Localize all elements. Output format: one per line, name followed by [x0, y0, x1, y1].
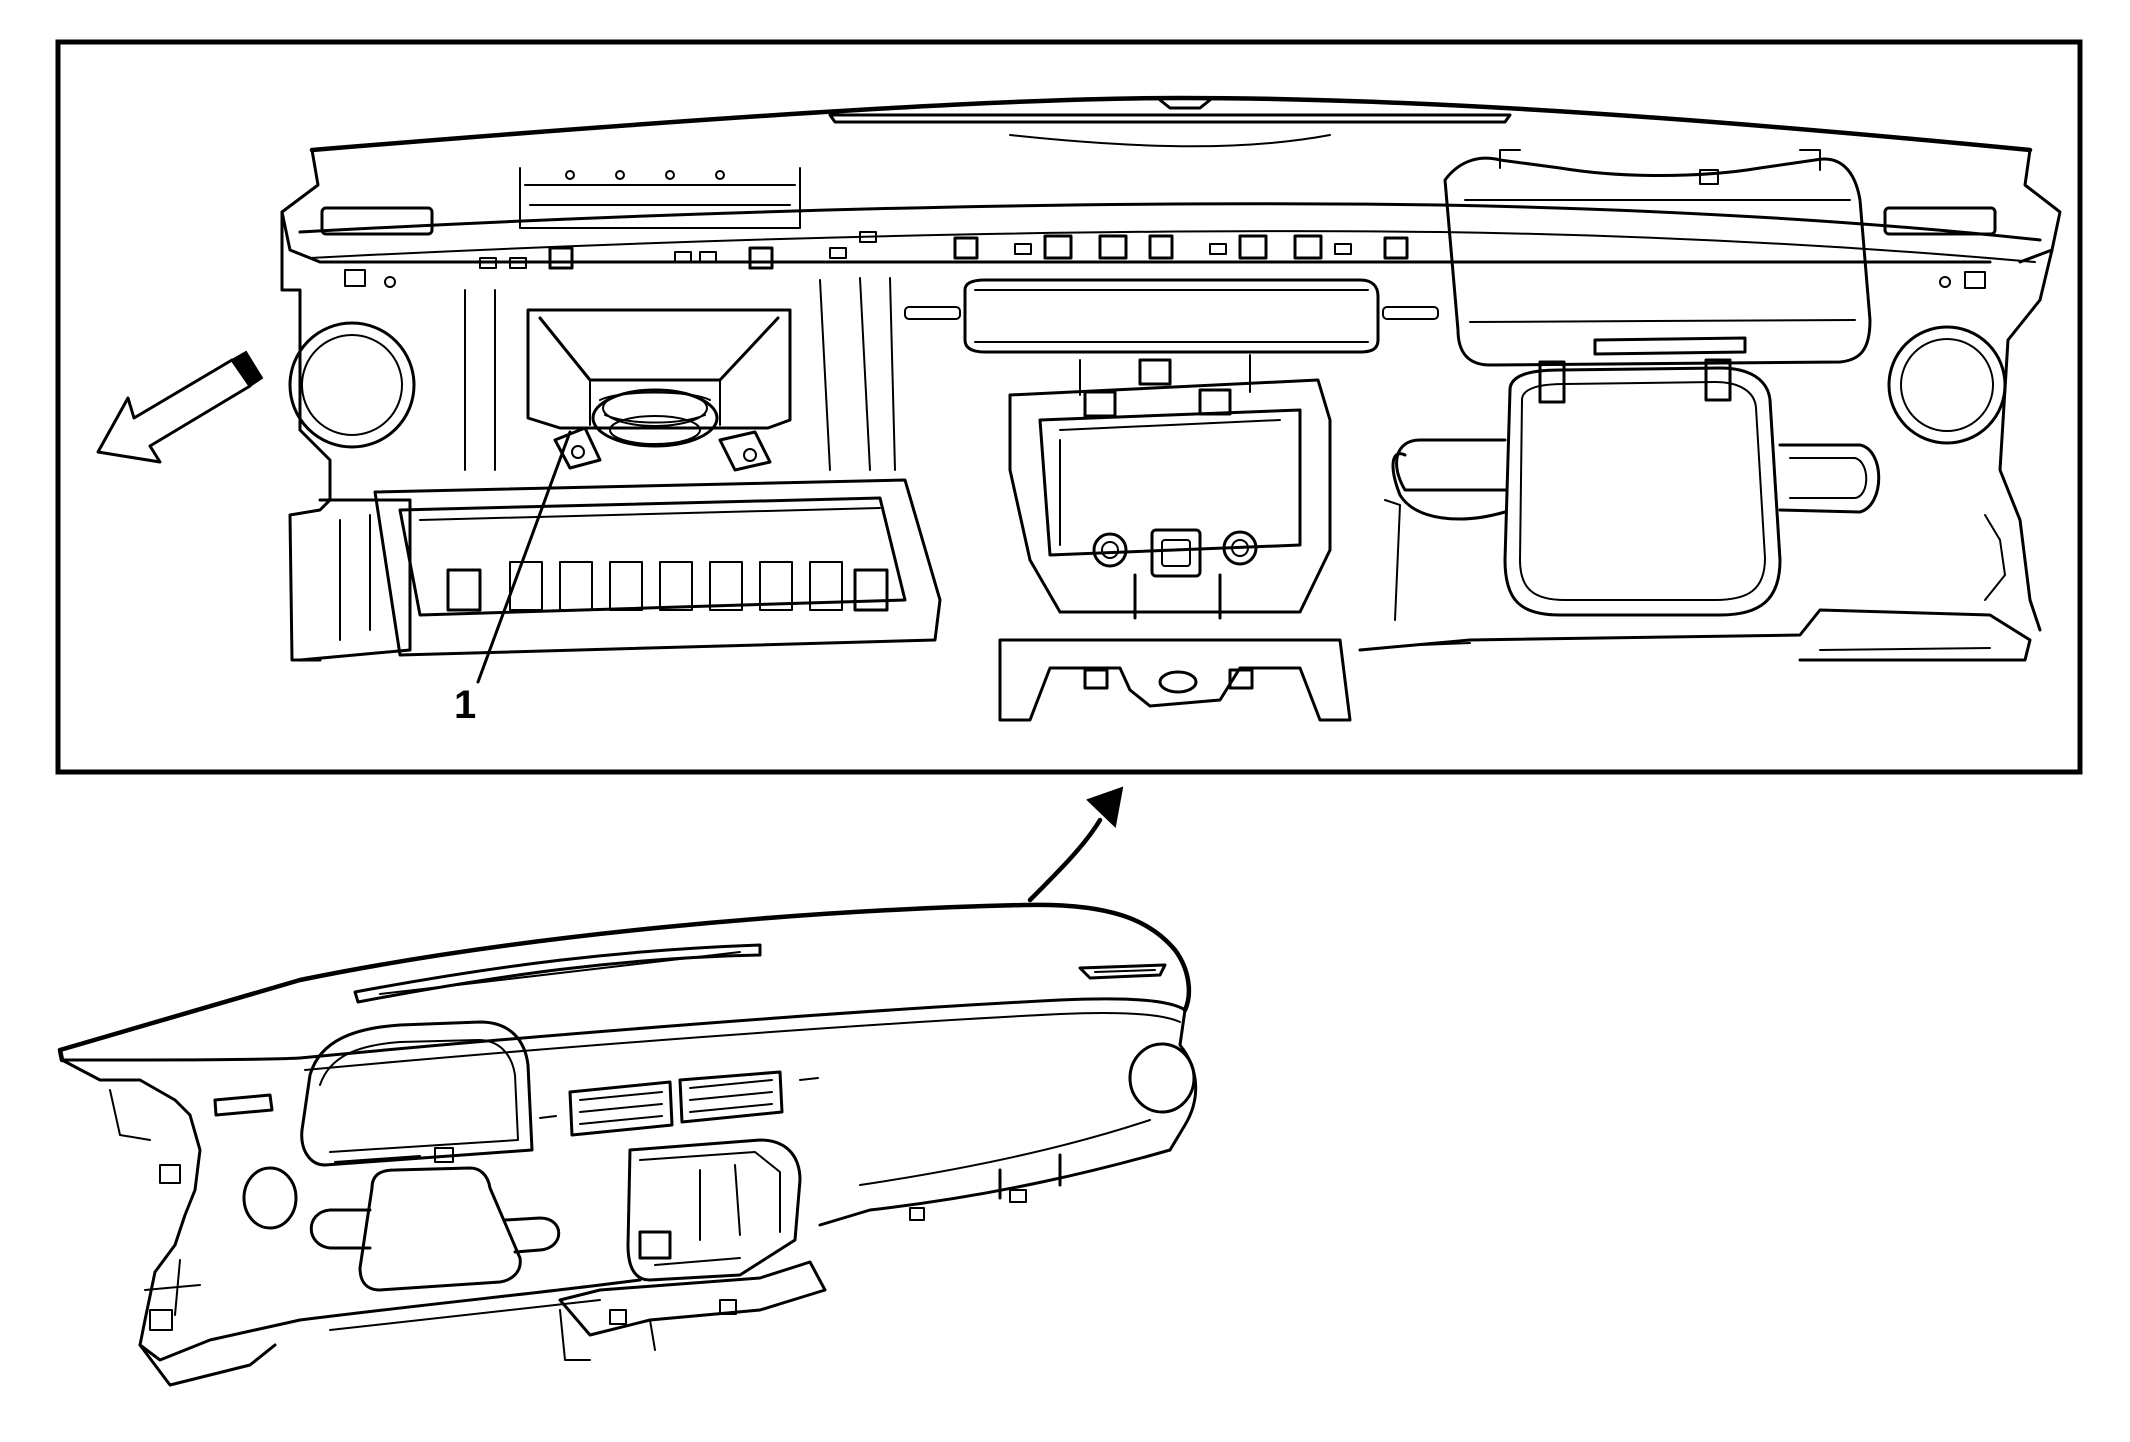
callout-1-label: 1: [454, 683, 476, 727]
zoom-view-arrow-icon: [1027, 786, 1124, 903]
instrument-panel-overview: [57, 902, 1198, 1387]
forward-direction-arrow-icon: [96, 350, 264, 464]
detail-view-frame: [55, 39, 2083, 775]
glovebox-ribs: [509, 561, 843, 611]
rail-clips: [479, 231, 1409, 270]
callout-1-leader: [476, 430, 572, 684]
instrument-panel-detail: [280, 95, 2062, 722]
